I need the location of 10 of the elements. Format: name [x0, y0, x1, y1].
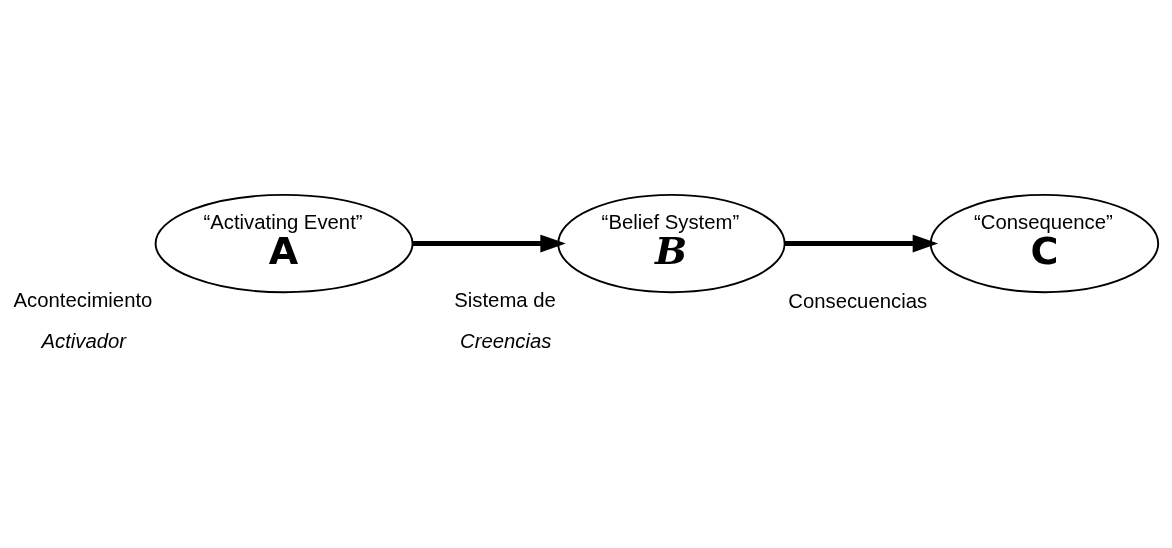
- node-ellipse: “Belief System” B: [557, 193, 786, 294]
- arrow: [784, 234, 939, 253]
- node-label: Sistema de: [454, 288, 556, 311]
- node-label: Activador: [41, 329, 127, 352]
- node-ellipse: “Activating Event” A: [154, 193, 414, 294]
- arrow: [412, 234, 566, 253]
- node-label: Creencias: [459, 329, 552, 352]
- node-label: Acontecimiento: [13, 288, 153, 311]
- node-ellipse: “Consequence” C: [929, 193, 1160, 294]
- node-label: Consecuencias: [788, 290, 928, 313]
